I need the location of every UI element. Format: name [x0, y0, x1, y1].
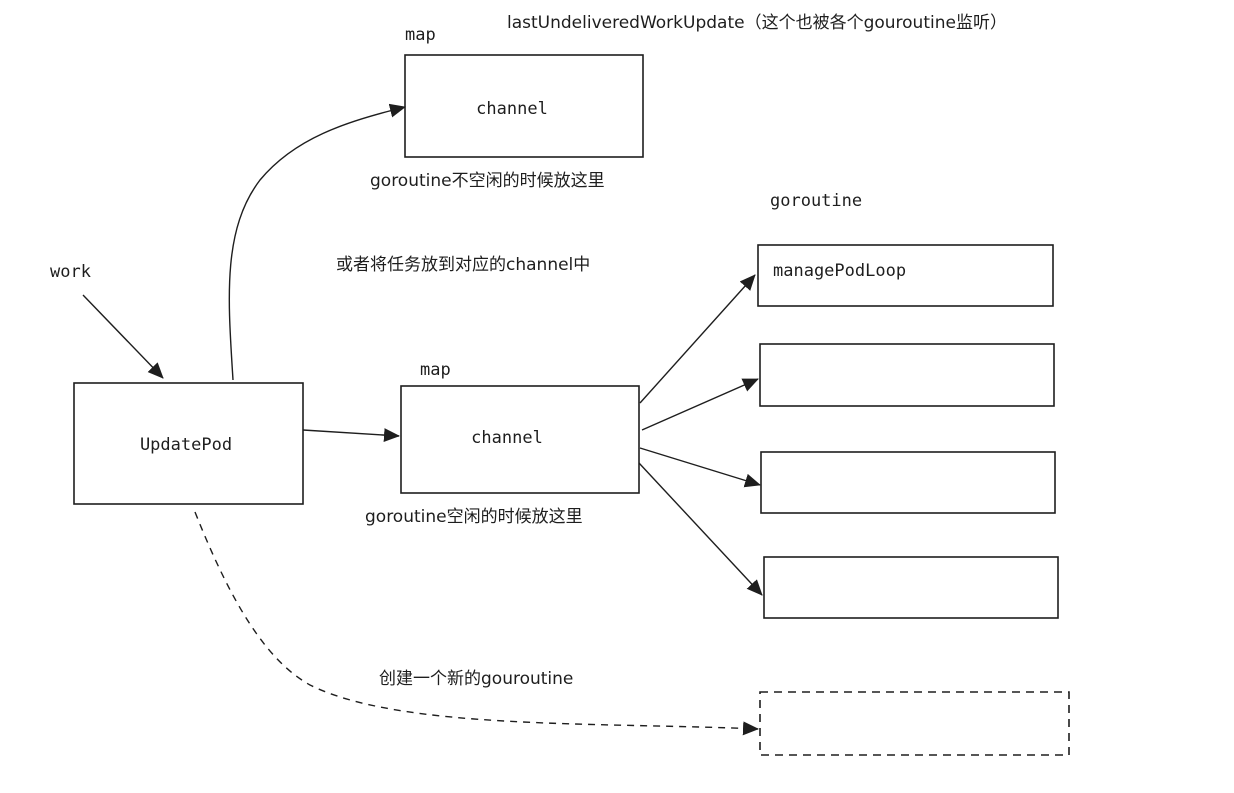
goroutine-box-1 [757, 244, 1054, 307]
new-goroutine-dashed-box [759, 691, 1070, 756]
map-top-label: map [405, 25, 436, 45]
goroutine-box-4 [763, 556, 1059, 619]
update-pod-box [73, 382, 304, 505]
last-undelivered-label: lastUndeliveredWorkUpdate（这个也被各个gourouti… [507, 13, 1007, 33]
arrow-updatepod-to-map-top [228, 103, 406, 381]
channel-mid-label: channel [471, 428, 543, 448]
arrow-channel-to-goroutine-3 [639, 447, 761, 488]
map-top-channel-box [404, 54, 644, 158]
arrow-updatepod-to-map-mid [302, 428, 400, 443]
goroutine-box-3 [760, 451, 1056, 514]
caption-top-label: goroutine不空闲的时候放这里 [370, 171, 605, 191]
create-new-goroutine-label: 创建一个新的gouroutine [379, 669, 573, 689]
channel-top-label: channel [476, 99, 548, 119]
goroutine-box-2 [759, 343, 1055, 407]
goroutine-header-label: goroutine [770, 191, 862, 211]
arrow-channel-to-goroutine-2 [641, 378, 759, 431]
or-put-label: 或者将任务放到对应的channel中 [336, 255, 590, 275]
manage-pod-loop-label: managePodLoop [773, 261, 906, 281]
work-label: work [50, 262, 91, 282]
arrow-updatepod-to-new-goroutine [194, 511, 759, 736]
update-pod-label: UpdatePod [140, 435, 232, 455]
arrow-channel-to-goroutine-1 [639, 274, 756, 404]
map-mid-channel-box [400, 385, 640, 494]
map-mid-label: map [420, 360, 451, 380]
arrow-channel-to-goroutine-4 [638, 462, 763, 596]
caption-mid-label: goroutine空闲的时候放这里 [365, 507, 583, 527]
arrow-work-to-updatepod [82, 294, 164, 379]
